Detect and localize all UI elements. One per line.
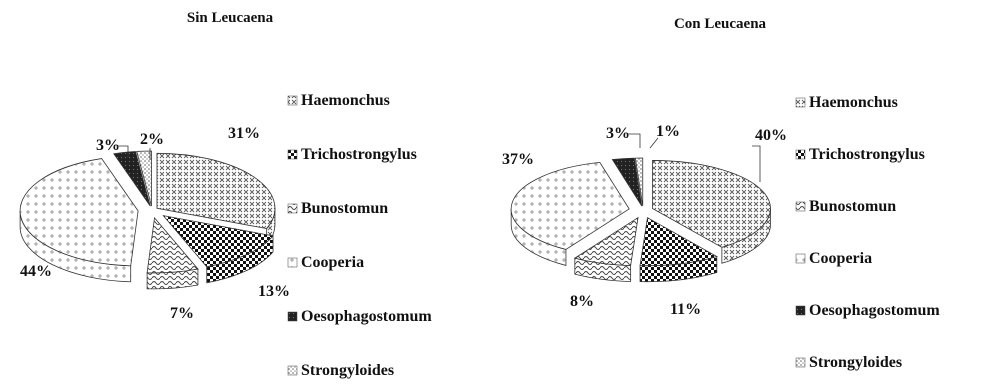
legend-swatch-1-2	[795, 201, 806, 212]
legend-swatch-0-3	[287, 257, 298, 268]
legend-swatch-0-1	[287, 149, 298, 160]
legend-swatch-0-5	[287, 365, 298, 376]
legend-swatch-1-4	[795, 305, 806, 316]
slice-0-4	[113, 151, 151, 207]
pct-label-0-0: 31%	[228, 125, 260, 142]
slice-0-5	[136, 150, 152, 207]
pie-1: 40% 11% 8% 37% 3% 1%	[502, 123, 787, 318]
slice-1-5	[634, 157, 644, 207]
legend-swatch-0-2	[287, 203, 298, 214]
legend-swatch-0-0	[287, 95, 298, 106]
chart-title-1: Con Leucaena	[674, 16, 767, 32]
slice-0-3	[19, 158, 139, 267]
pct-label-0-4: 3%	[96, 137, 120, 154]
chart-title-0: Sin Leucaena	[187, 10, 274, 26]
legend-label-1-3: Cooperia	[809, 250, 872, 267]
legend-label-0-2: Bunostomun	[301, 200, 388, 217]
slice-1-1	[639, 217, 718, 267]
legend-label-1-0: Haemonchus	[809, 94, 898, 111]
legend-label-1-1: Trichostrongylus	[809, 146, 925, 163]
pct-label-0-5: 2%	[140, 131, 164, 148]
pct-label-1-3: 37%	[502, 151, 534, 168]
slice-0-1	[162, 215, 274, 268]
slice-1-3	[510, 161, 630, 250]
legend-swatch-1-3	[795, 253, 806, 264]
pct-label-0-3: 44%	[20, 263, 52, 280]
legend-label-0-1: Trichostrongylus	[301, 146, 417, 163]
pct-label-0-2: 7%	[170, 305, 194, 322]
titles-layer: Sin Leucaena Con Leucaena	[187, 10, 767, 32]
legend-swatch-1-1	[795, 149, 806, 160]
slice-1-4	[611, 157, 643, 207]
legend-swatch-1-5	[795, 357, 806, 368]
slice-1-2	[573, 216, 639, 266]
legend-label-0-0: Haemonchus	[301, 92, 390, 109]
legend-label-1-2: Bunostomun	[809, 198, 896, 215]
slice-0-2	[146, 216, 199, 274]
pct-label-1-1: 11%	[670, 301, 701, 318]
pct-label-0-1: 13%	[258, 283, 290, 300]
legend-label-0-5: Strongyloides	[301, 362, 394, 379]
legend-label-0-4: Oesophagostomum	[301, 308, 432, 325]
pie-0: 31% 13% 7% 44% 3% 2%	[19, 125, 290, 322]
legends-layer: HaemonchusTrichostrongylusBunostomunCoop…	[287, 92, 940, 379]
pies-layer: 31% 13% 7% 44% 3% 2% 40% 11% 8% 37% 3% 1%	[19, 123, 787, 322]
pct-label-1-5: 1%	[656, 123, 680, 140]
pct-label-1-2: 8%	[570, 293, 594, 310]
slice-1-0	[652, 160, 771, 248]
legend-label-1-5: Strongyloides	[809, 354, 902, 371]
pct-label-1-4: 3%	[606, 125, 630, 142]
legend-label-0-3: Cooperia	[301, 254, 364, 271]
legend-swatch-0-4	[287, 311, 298, 322]
leader-lines-1	[628, 133, 761, 182]
leader-lines-0	[118, 145, 151, 160]
slice-0-0	[156, 152, 276, 229]
legend-swatch-1-0	[795, 97, 806, 108]
pct-label-1-0: 40%	[755, 127, 787, 144]
legend-label-1-4: Oesophagostomum	[809, 302, 940, 319]
